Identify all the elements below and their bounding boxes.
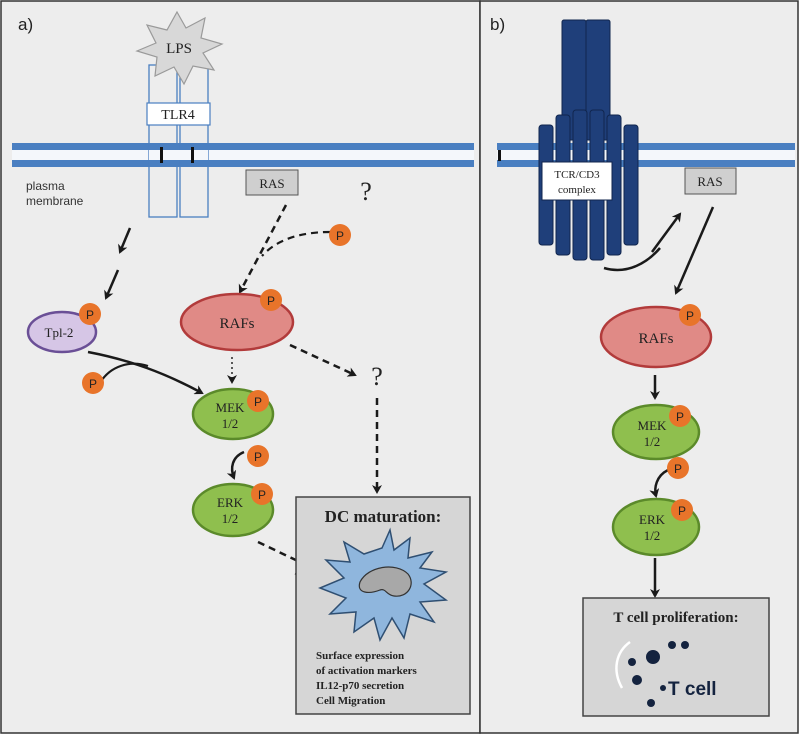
phospho-tpl2 <box>79 303 101 325</box>
phospho-mek-erk-b <box>667 457 689 479</box>
mek-label-b-line1: MEK <box>638 418 668 433</box>
dc-line-2: of activation markers <box>316 665 418 677</box>
ras-label-a: RAS <box>259 176 284 191</box>
phospho-mek-b <box>669 405 691 427</box>
plasma-membrane-a <box>12 143 474 167</box>
phospho-label: P <box>258 488 266 502</box>
phospho-mek-erk <box>247 445 269 467</box>
ras-label-b: RAS <box>697 174 722 189</box>
panel-b-label: b) <box>490 15 505 34</box>
phospho-mek <box>247 390 269 412</box>
mek-label-a-line1: MEK <box>216 400 246 415</box>
erk-label-a-line2: 1/2 <box>222 511 239 526</box>
dendritic-cell <box>317 527 449 642</box>
tcr-label-box <box>541 161 613 201</box>
phospho-erk-b <box>671 499 693 521</box>
dc-line-1: Surface expression <box>316 650 404 662</box>
phospho-group-b: P P P P <box>667 304 701 521</box>
lps-label: LPS <box>166 41 192 57</box>
phospho-label: P <box>686 309 694 323</box>
tcell-label: T cell <box>668 679 717 700</box>
dc-maturation-title: DC maturation: <box>325 507 442 526</box>
tcr-label-line1: TCR/CD3 <box>554 169 600 181</box>
tpl2-node <box>26 310 98 354</box>
question-mark-upper: ? <box>360 177 372 206</box>
lps-starburst <box>135 10 224 86</box>
phospho-raf <box>260 289 282 311</box>
phospho-tpl2-kinase <box>82 372 104 394</box>
mek-label-a-line2: 1/2 <box>222 416 239 431</box>
mek-label-b-line2: 1/2 <box>644 434 661 449</box>
phospho-label: P <box>254 395 262 409</box>
panel-a-label: a) <box>18 15 33 34</box>
plasma-membrane-label-line1: plasma <box>26 179 65 193</box>
tcell-proliferation-title: T cell proliferation: <box>613 610 738 626</box>
tlr4-label-box <box>146 102 211 126</box>
ras-box-a <box>245 169 299 196</box>
tcell-cluster <box>615 640 689 707</box>
phospho-erk <box>251 483 273 505</box>
phospho-ras-raf <box>329 224 351 246</box>
rafs-label-a: RAFs <box>219 316 254 332</box>
phospho-label: P <box>678 504 686 518</box>
erk-label-b-line1: ERK <box>639 512 666 527</box>
phospho-group-a: P P P P P P P <box>79 224 351 505</box>
phospho-label: P <box>254 450 262 464</box>
dc-line-4: Cell Migration <box>316 695 385 707</box>
phospho-raf-b <box>679 304 701 326</box>
rafs-label-b: RAFs <box>638 331 673 347</box>
phospho-label: P <box>267 294 275 308</box>
phospho-label: P <box>89 377 97 391</box>
tlr4-label: TLR4 <box>161 108 194 123</box>
phospho-label: P <box>336 229 344 243</box>
tpl2-label: Tpl-2 <box>45 325 74 340</box>
tcr-label-line2: complex <box>558 184 596 196</box>
plasma-membrane-b <box>497 143 795 167</box>
dc-line-3: IL12-p70 secretion <box>316 680 404 692</box>
erk-label-a-line1: ERK <box>217 495 244 510</box>
ras-box-b <box>684 167 737 195</box>
phospho-label: P <box>86 308 94 322</box>
phospho-label: P <box>674 462 682 476</box>
question-mark-lower: ? <box>371 362 383 391</box>
erk-label-b-line2: 1/2 <box>644 528 661 543</box>
tcell-proliferation-box <box>582 597 770 717</box>
phospho-label: P <box>676 410 684 424</box>
arrows-panel-b <box>603 206 715 598</box>
plasma-membrane-label-line2: membrane <box>26 194 84 208</box>
